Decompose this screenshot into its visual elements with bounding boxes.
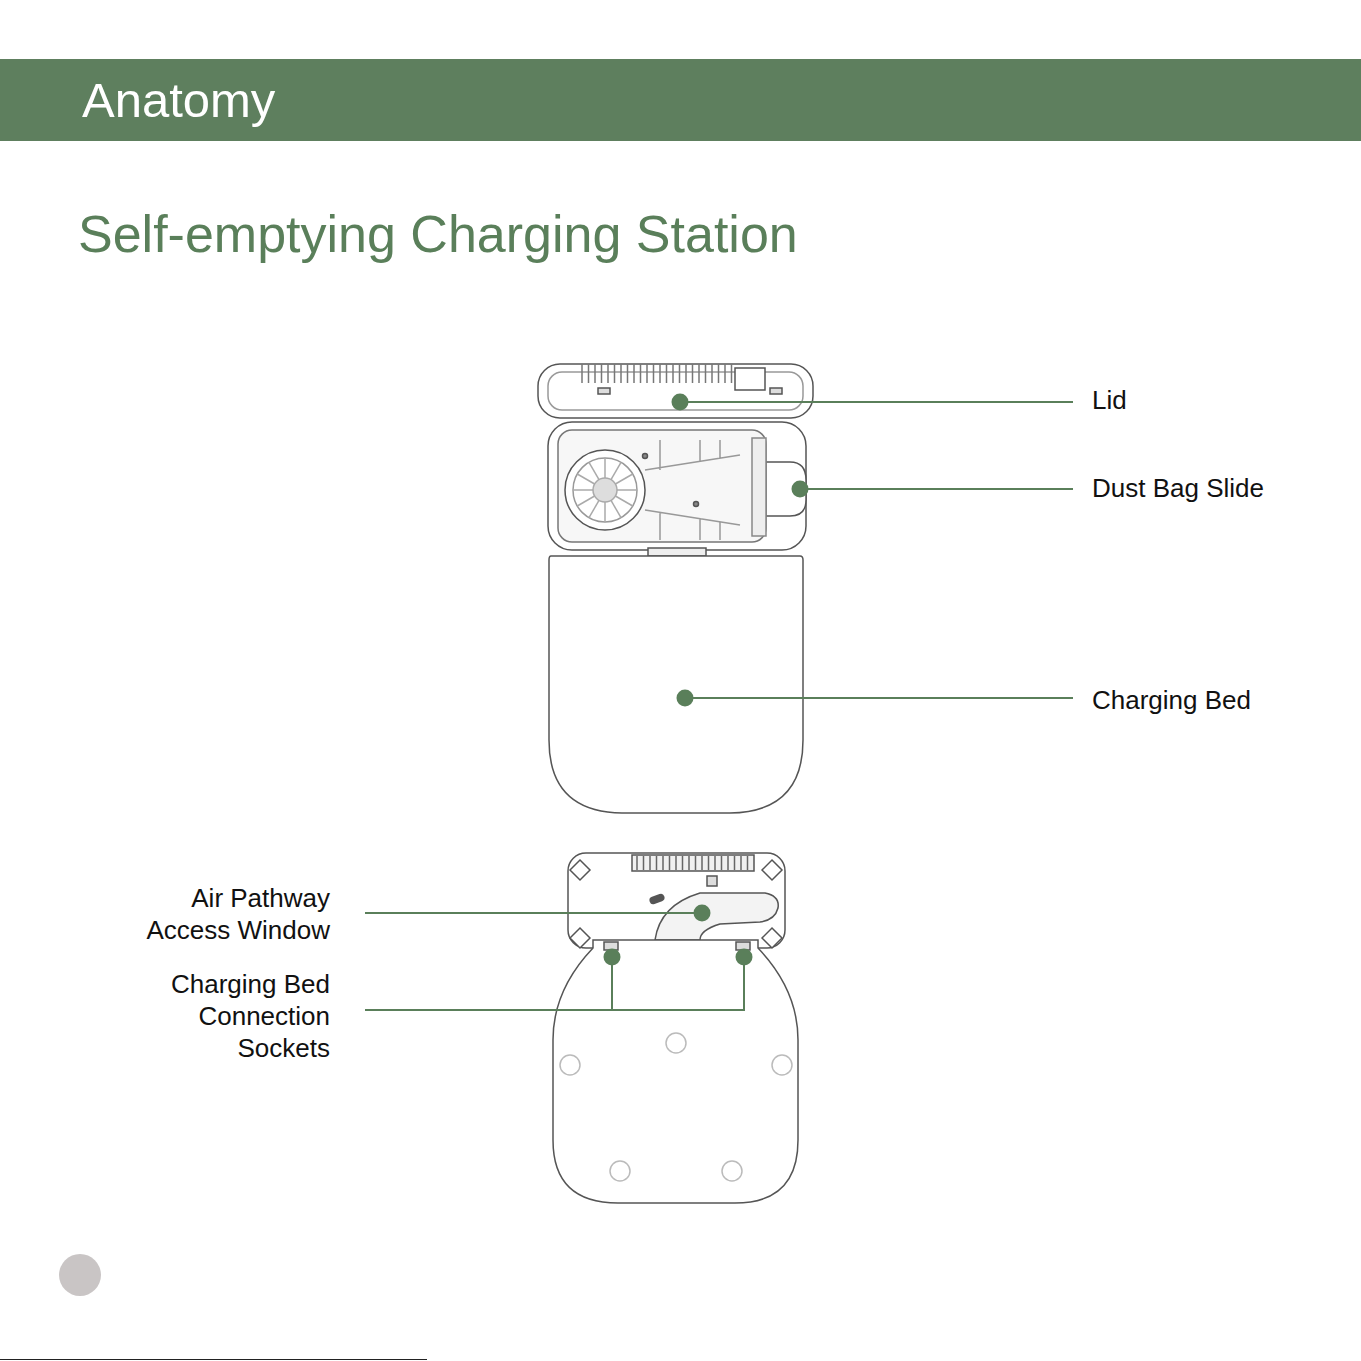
part-label: Air Pathway Access Window [130,882,330,946]
air-pathway-window [655,893,778,940]
base-tab [707,876,717,886]
screw [643,454,648,459]
part-label: Lid [1092,384,1127,416]
compartment-ribs [645,440,740,540]
footer-rule [0,1359,427,1360]
fan-spokes [573,458,637,522]
base-underside [568,853,785,948]
section-title: Self-emptying Charging Station [78,204,798,264]
leader-lines [365,402,1073,1010]
slide-rail [752,438,766,536]
lid-outline [538,364,813,418]
fan-hub [593,478,617,502]
part-label: Charging Bed [1092,684,1251,716]
fan-intake [565,450,645,530]
body-outline [548,422,806,550]
screw [694,502,699,507]
part-label: Dust Bag Slide [1092,472,1264,504]
fan-ring [573,458,637,522]
page-marker [59,1254,101,1296]
lid-latch [735,368,765,390]
bed-underside [553,940,798,1203]
part-label: Charging Bed Connection Sockets [155,968,330,1064]
vent-slots [637,856,748,870]
bed-joint [648,548,706,556]
bed-feet [560,1033,792,1181]
lid-grille [582,364,732,383]
header-text: Anatomy [82,76,275,125]
lid-hinge [770,388,782,394]
base-vent [632,855,754,871]
lid-hinge [598,388,610,394]
charging-bed [549,556,803,813]
window-clip [649,894,664,904]
header-band: Anatomy [0,59,1361,141]
bag-compartment [558,430,766,542]
callout-dots [604,394,809,966]
base-feet [570,860,782,948]
